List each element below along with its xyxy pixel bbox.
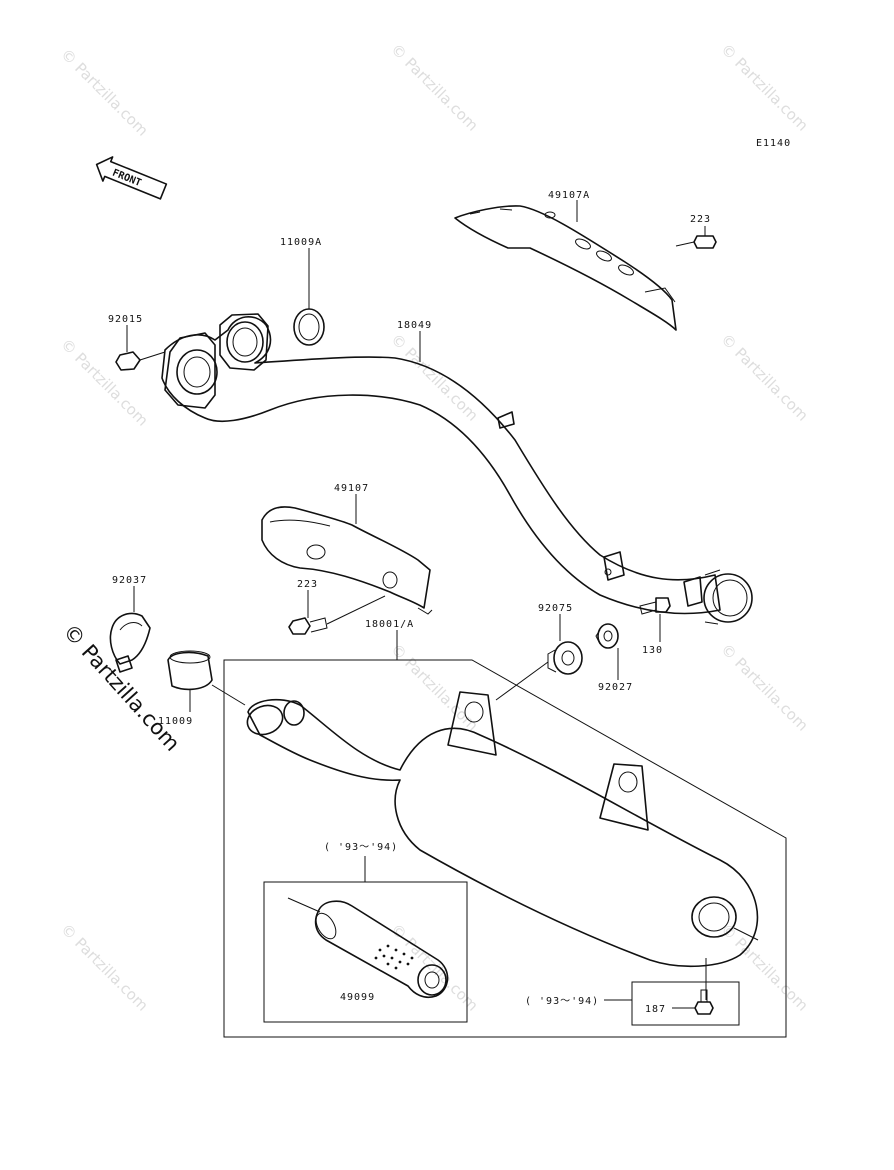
year-note-right: ( '93～'94) [525, 996, 599, 1007]
part-label-exhaust-pipe: 18049 [397, 320, 432, 331]
spark-arrester [287, 897, 449, 999]
bolt-muffler [639, 597, 671, 615]
bolt-upper [675, 235, 717, 249]
part-label-plug-bolt: 187 [645, 1004, 666, 1015]
year-note-left: ( '93～'94) [324, 842, 398, 853]
part-label-collar: 92027 [598, 682, 633, 693]
gasket [293, 308, 325, 346]
watermarks: © Partzilla.com © Partzilla.com © Partzi… [57, 40, 812, 1015]
part-label-bolt-muffler: 130 [642, 645, 663, 656]
watermark: © Partzilla.com [57, 920, 152, 1015]
watermark: © Partzilla.com [57, 335, 152, 430]
watermark: © Partzilla.com [387, 640, 482, 735]
exhaust-pipe [161, 313, 753, 625]
part-label-bolt-lower: 223 [297, 579, 318, 590]
muffler-group-frame [223, 659, 787, 1038]
damper [495, 641, 583, 701]
part-label-spark-arrester: 49099 [340, 992, 375, 1003]
plug-bolt [694, 989, 714, 1015]
watermark: © Partzilla.com [387, 330, 482, 425]
plug-bolt-inset-frame [631, 981, 740, 1026]
front-arrow-icon: FRONT [95, 156, 168, 200]
perforation-dots [374, 944, 414, 970]
watermark: © Partzilla.com [387, 920, 482, 1015]
nut [115, 351, 166, 371]
watermark: © Partzilla.com [717, 330, 812, 425]
heat-guard-upper [454, 205, 677, 331]
clamp [109, 612, 151, 673]
part-label-bolt-upper: 223 [690, 214, 711, 225]
watermark: © Partzilla.com [717, 40, 812, 135]
spark-arrester-inset-frame [263, 881, 468, 1023]
part-label-damper: 92075 [538, 603, 573, 614]
muffler-gasket [167, 650, 246, 706]
heat-guard-lower [261, 506, 433, 615]
diagram-code: E1140 [756, 138, 791, 149]
watermark: © Partzilla.com [57, 45, 152, 140]
watermark: © Partzilla.com [387, 40, 482, 135]
part-label-heat-guard-lower: 49107 [334, 483, 369, 494]
part-label-clamp: 92037 [112, 575, 147, 586]
watermark-main: © Partzilla.com [58, 619, 184, 755]
part-label-heat-guard-upper: 49107A [548, 190, 590, 201]
part-label-gasket: 11009A [280, 237, 322, 248]
muffler [246, 691, 759, 968]
collar [595, 623, 619, 649]
part-label-muffler: 18001/A [365, 619, 414, 630]
watermark: © Partzilla.com [717, 640, 812, 735]
part-label-nut: 92015 [108, 314, 143, 325]
part-label-muffler-gasket: 11009 [158, 716, 193, 727]
watermark: © Partzilla.com [717, 920, 812, 1015]
bolt-lower [288, 595, 386, 635]
